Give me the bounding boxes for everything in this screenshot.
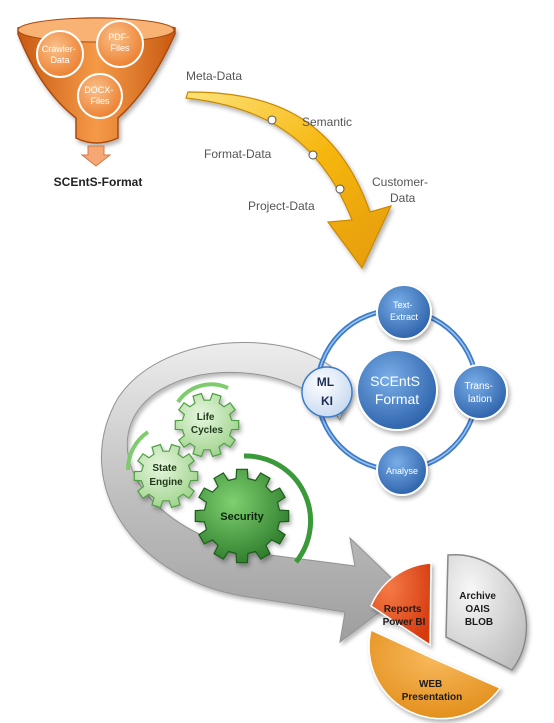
- web-line1: WEB: [419, 679, 442, 690]
- funnel-down-arrow: [80, 145, 112, 167]
- state-engine-line2: Engine: [149, 477, 183, 488]
- bubble-pdf-line2: Files: [110, 43, 130, 53]
- translation-line2: lation: [468, 394, 492, 405]
- gear-state-engine: State Engine: [133, 443, 199, 509]
- bubble-docx-line2: Files: [90, 96, 110, 106]
- svg-text:State Engine: State Engine: [149, 463, 183, 488]
- svg-text:SCEntS Format: SCEntS Format: [370, 373, 424, 407]
- label-meta-data: Meta-Data: [186, 69, 242, 83]
- svg-text:Trans- lation: Trans- lation: [464, 381, 495, 405]
- label-project-data: Project-Data: [248, 199, 315, 213]
- pie-slice-reports: [370, 562, 432, 647]
- cycle-group: SCEntS Format Text- Extract Trans- latio…: [301, 284, 508, 496]
- label-customer-data: Customer- Data: [372, 175, 431, 205]
- state-engine-line1: State: [152, 463, 177, 474]
- swoosh-body: [101, 342, 407, 644]
- cycle-node-text-extract: Text- Extract: [376, 284, 432, 340]
- pie-group: Reports Power BI Archive OAIS BLOB WEB P…: [368, 553, 528, 720]
- ki-line: KI: [321, 394, 333, 408]
- bubble-docx-line1: DOCX-: [84, 85, 113, 95]
- arrow-dot-3: [335, 184, 345, 194]
- gear-security: Security: [194, 468, 290, 564]
- cycle-center: SCEntS Format: [356, 349, 438, 431]
- cycle-node-analyse: Analyse: [376, 444, 428, 496]
- text-extract-line1: Text-: [393, 300, 413, 310]
- arrow-dot-1: [267, 115, 277, 125]
- svg-text:Life Cycles: Life Cycles: [191, 412, 224, 436]
- svg-text:ML KI: ML KI: [317, 375, 337, 408]
- svg-text:DOCX- Files: DOCX- Files: [84, 85, 116, 106]
- reports-line1: Reports: [384, 604, 422, 615]
- life-cycles-line2: Cycles: [191, 425, 224, 436]
- arc-security: [243, 453, 314, 564]
- pie-slice-web: [368, 628, 502, 720]
- life-cycles-line1: Life: [197, 412, 215, 423]
- label-semantic: Semantic: [302, 115, 352, 129]
- bubble-crawler-line1: Crawler-: [42, 44, 76, 54]
- ml-line: ML: [317, 375, 334, 389]
- archive-line1: Archive: [459, 591, 496, 602]
- funnel-rim: [17, 17, 175, 43]
- funnel-group: Crawler- Data PDF- Files DOCX- Files SCE…: [17, 17, 176, 189]
- bubble-pdf-line1: PDF-: [108, 32, 129, 42]
- svg-text:WEB Presentation: WEB Presentation: [402, 679, 463, 703]
- archive-line2: OAIS: [465, 604, 490, 615]
- svg-text:Reports Power BI: Reports Power BI: [383, 604, 426, 628]
- bubble-docx-files: DOCX- Files: [77, 73, 123, 119]
- bubble-pdf-files: PDF- Files: [96, 20, 144, 68]
- svg-text:Archive OAIS BLOB: Archive OAIS BLOB: [459, 591, 498, 628]
- bubble-crawler-data: Crawler- Data: [36, 30, 84, 78]
- translation-line1: Trans-: [464, 381, 493, 392]
- cycle-node-translation: Trans- lation: [452, 364, 508, 420]
- cycle-node-ml-ki: ML KI: [301, 366, 353, 418]
- analyse-label: Analyse: [386, 466, 418, 476]
- bubble-crawler-line2: Data: [50, 55, 69, 65]
- gears-group: Life Cycles State Engine Security: [125, 382, 314, 564]
- cycle-center-line1: SCEntS: [370, 373, 420, 389]
- text-extract-line2: Extract: [390, 312, 419, 322]
- gold-arrow-group: Meta-Data Semantic Format-Data Customer-…: [185, 69, 431, 270]
- label-format-data: Format-Data: [204, 147, 272, 161]
- gold-curved-arrow: [185, 91, 393, 270]
- cycle-center-line2: Format: [375, 391, 419, 407]
- label-customer-line1: Customer-: [372, 175, 428, 189]
- gear-life-cycles: Life Cycles: [174, 392, 240, 458]
- funnel-output-label: SCEntS-Format: [54, 175, 143, 189]
- arc-state-engine: [125, 430, 150, 471]
- reports-line2: Power BI: [383, 617, 426, 628]
- svg-text:Text- Extract: Text- Extract: [390, 300, 419, 322]
- grey-swoosh-arrow: [101, 342, 407, 644]
- svg-text:PDF- Files: PDF- Files: [108, 32, 132, 53]
- arrow-dot-2: [308, 150, 318, 160]
- arc-life-cycles: [176, 382, 229, 404]
- pie-slice-archive: [445, 553, 528, 671]
- archive-line3: BLOB: [465, 617, 493, 628]
- svg-text:Crawler- Data: Crawler- Data: [42, 44, 79, 65]
- web-line2: Presentation: [402, 692, 463, 703]
- security-label: Security: [220, 511, 264, 523]
- label-customer-line2: Data: [390, 191, 416, 205]
